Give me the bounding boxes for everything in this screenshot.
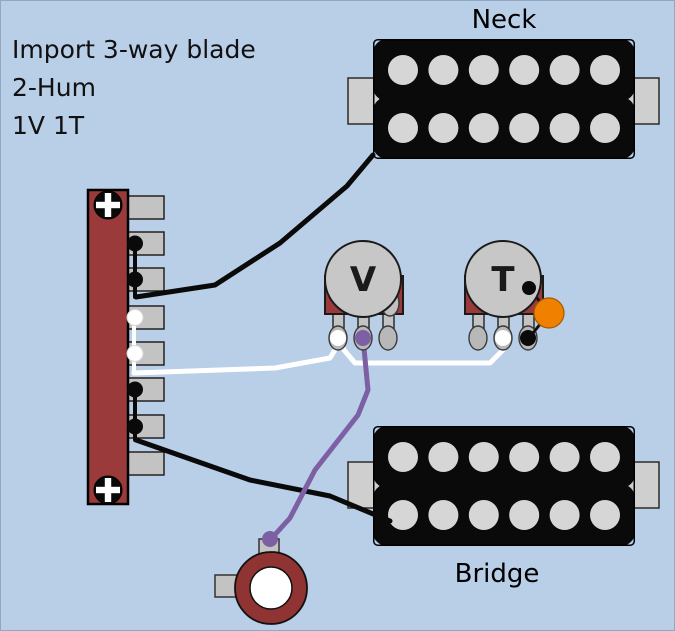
pickup-outline [373, 426, 635, 546]
wire-neck-to-switch [133, 152, 376, 300]
pickup-coil-bottom [373, 484, 635, 546]
switch-node-4 [126, 309, 144, 326]
pole-piece [509, 442, 540, 472]
pole-piece [468, 55, 499, 85]
pole-piece [590, 113, 620, 143]
pickup-coil-top [373, 426, 635, 488]
jack-tip-node [262, 531, 278, 547]
pole-piece [590, 500, 620, 530]
switch-body[interactable] [86, 188, 130, 506]
connection-nodes-layer [126, 235, 536, 435]
title-line-3: 1V 1T [12, 111, 85, 140]
pole-piece [428, 55, 459, 85]
switch-node-3 [127, 271, 143, 288]
pole-piece [388, 500, 418, 530]
pickup-coil-bottom [373, 97, 635, 159]
pot-lug-eyelet-1[interactable] [468, 325, 488, 351]
output-jack[interactable] [214, 531, 308, 625]
switch-node-5 [126, 345, 144, 362]
capacitor-icon [533, 297, 565, 329]
pole-piece [509, 500, 540, 530]
pole-piece [468, 113, 499, 143]
pole-piece [428, 442, 459, 472]
title-line-1: Import 3-way blade [12, 35, 256, 64]
wire-volume-to-jack [268, 335, 371, 542]
pot-node-volume-2 [355, 330, 371, 346]
pot-body[interactable] [464, 240, 542, 318]
jack-hole [249, 566, 293, 610]
pole-piece [509, 113, 540, 143]
pickups-layer [347, 39, 660, 546]
wire-bridge-to-switch [133, 437, 393, 524]
switch-node-2 [127, 235, 143, 252]
pole-piece [468, 442, 499, 472]
pole-piece [590, 55, 620, 85]
pole-piece [468, 500, 499, 530]
pickup-label-neck: Neck [472, 5, 537, 35]
pole-piece [388, 442, 418, 472]
pot-node-tone-2 [495, 330, 511, 346]
pole-piece [509, 55, 540, 85]
switch-lug-1[interactable] [127, 195, 165, 220]
pole-piece [428, 113, 459, 143]
switch-node-6 [127, 381, 143, 398]
pot-label-volume: V [350, 260, 377, 300]
pole-piece [388, 113, 418, 143]
pot-label-tone: T [491, 260, 515, 300]
pole-piece [428, 500, 459, 530]
pole-piece [549, 442, 580, 472]
pole-piece [388, 55, 418, 85]
pole-piece [590, 442, 620, 472]
switch-lug-8[interactable] [127, 451, 165, 476]
title-block: Import 3-way blade 2-Hum 1V 1T [12, 35, 256, 140]
pole-piece [549, 55, 580, 85]
pot-node-volume-1 [330, 330, 346, 346]
pole-piece [549, 500, 580, 530]
pot-body[interactable] [324, 240, 402, 318]
phillips-screw-icon [93, 475, 123, 505]
phillips-screw-icon [93, 190, 123, 220]
pole-piece [549, 113, 580, 143]
pickup-label-bridge: Bridge [455, 559, 540, 589]
switch-node-7 [127, 418, 143, 435]
pickup-outline [373, 39, 635, 159]
pot-lug-eyelet-3[interactable] [378, 325, 398, 351]
pickup-bridge [347, 426, 660, 546]
pickup-neck [347, 39, 660, 159]
pickup-coil-top [373, 39, 635, 101]
three-way-blade-switch[interactable] [86, 188, 165, 506]
pot-node-tone-3 [520, 330, 536, 346]
title-line-2: 2-Hum [12, 73, 96, 102]
capacitor-ground-node [522, 281, 536, 295]
